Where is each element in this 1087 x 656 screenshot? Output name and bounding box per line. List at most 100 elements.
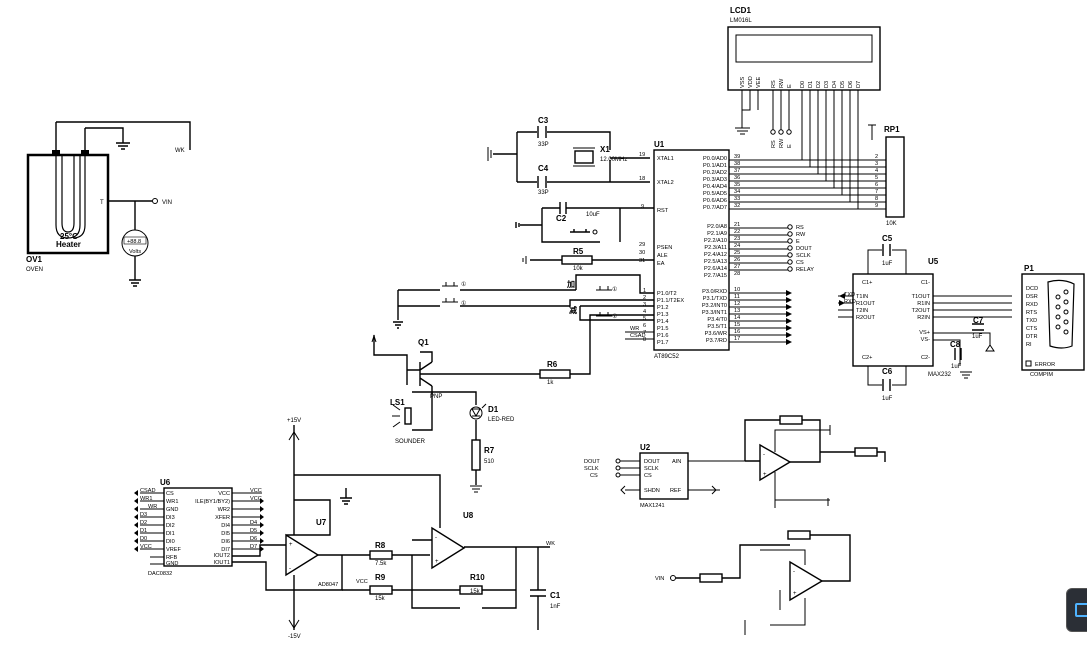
c4-value: 33P [538, 190, 549, 196]
u2-type: MAX1241 [640, 503, 665, 509]
u1-label: U1 [654, 140, 665, 149]
svg-text:R1IN: R1IN [917, 301, 930, 307]
u6-net-d2: D2 [140, 520, 147, 526]
u6-dac[interactable]: U6 DAC0832 CS WR1 GND DI3 DI2 DI1 DI0 VR… [134, 478, 264, 577]
svg-text:+: + [763, 472, 767, 478]
u6-net-wr1: WR1 [140, 496, 152, 502]
svg-text:2: 2 [643, 295, 646, 301]
heater-temp: 25°C [60, 232, 78, 241]
u2-adc[interactable]: U2 MAX1241 DOUT SCLK CS SHDN AIN REF DOU… [584, 443, 745, 509]
u7-label: U7 [316, 518, 327, 527]
svg-text:C2+: C2+ [862, 355, 872, 361]
u1-p3-pins: P3.0/RXD P3.1/TXD P3.2/INT0 P3.3/INT1 P3… [702, 287, 740, 344]
svg-text:D2: D2 [816, 81, 822, 88]
svg-text:RS: RS [796, 225, 804, 231]
ov-wk-label: WK [175, 148, 185, 154]
svg-text:19: 19 [639, 152, 645, 158]
svg-text:9: 9 [875, 203, 878, 209]
u1-microcontroller[interactable]: U1 AT89C52 XTAL1 XTAL2 RST PSEN ALE EA P… [625, 140, 886, 360]
svg-text:T1OUT: T1OUT [912, 294, 931, 300]
svg-text:VS+: VS+ [919, 330, 930, 336]
rp1-value: 10K [886, 221, 897, 227]
opamp-lower-right[interactable]: -+ VIN [655, 530, 851, 635]
u6-net-d0: D0 [140, 536, 147, 542]
svg-text:P2.0/A8: P2.0/A8 [707, 224, 727, 230]
svg-text:3: 3 [643, 302, 646, 308]
svg-text:22: 22 [734, 229, 740, 235]
r9-label: R9 [375, 573, 386, 582]
svg-text:ILE(BY1/BY2): ILE(BY1/BY2) [195, 499, 230, 505]
svg-text:RXD: RXD [1026, 302, 1038, 308]
svg-text:33: 33 [734, 196, 740, 202]
svg-text:P1.5: P1.5 [657, 326, 669, 332]
u6-net-csad: CSAD [140, 488, 156, 494]
r6-value: 1k [547, 380, 554, 386]
svg-text:P0.0/AD0: P0.0/AD0 [703, 156, 727, 162]
svg-text:R1OUT: R1OUT [856, 301, 876, 307]
svg-text:6: 6 [875, 182, 878, 188]
lcd1-module[interactable]: LCD1 LM016L VSS VDD VEE RS RW E D0 D1 D2… [727, 6, 881, 209]
r8-value: 7.5k [375, 561, 387, 567]
svg-text:23: 23 [734, 236, 740, 242]
r8-label: R8 [375, 541, 386, 550]
svg-text:PSEN: PSEN [657, 245, 672, 251]
svg-text:R2OUT: R2OUT [856, 315, 876, 321]
svg-text:P1.0/T2: P1.0/T2 [657, 291, 677, 297]
switch-add-label: 加 [566, 279, 575, 289]
svg-text:2: 2 [875, 154, 878, 160]
rp1-label: RP1 [884, 125, 900, 134]
svg-text:XTAL2: XTAL2 [657, 180, 674, 186]
floating-toolbar-button[interactable] [1066, 588, 1087, 632]
u2-net-dout: DOUT [584, 459, 600, 465]
u6-net-vcc-vref: VCC [140, 544, 152, 550]
svg-text:WR2: WR2 [218, 507, 230, 513]
q1-transistor-stage[interactable]: Q1 PNP R6 1k LS1 SOUNDER D1 LED-RED R7 5… [371, 314, 654, 493]
svg-text:T2IN: T2IN [856, 308, 868, 314]
voltmeter-reading: +88.8 [127, 239, 141, 245]
u1-p2-net-labels: RS RW E DOUT SCLK CS RELAY [787, 224, 814, 273]
svg-text:30: 30 [639, 250, 645, 256]
svg-text:SHDN: SHDN [644, 488, 660, 494]
u6-label: U6 [160, 478, 171, 487]
u5-net-txd: TXD [844, 292, 855, 298]
rp1-resistor-pack[interactable]: RP1 10K 23 45 67 89 [868, 124, 905, 227]
opamp-u7-u8-stage[interactable]: +15V -15V +- U7 AD8047 R8 7.5k R9 15k VC… [232, 418, 561, 640]
reset-circuit[interactable]: C2 10uF R5 10k [515, 202, 654, 272]
svg-text:CTS: CTS [1026, 326, 1037, 332]
svg-text:10: 10 [734, 287, 740, 293]
c6-label: C6 [882, 367, 893, 376]
svg-text:DI0: DI0 [166, 539, 175, 545]
svg-text:5: 5 [643, 316, 646, 322]
svg-text:IOUT2: IOUT2 [214, 553, 230, 559]
svg-text:-: - [793, 569, 795, 575]
svg-text:25: 25 [734, 250, 740, 256]
svg-text:EA: EA [657, 261, 665, 267]
ov1-oven[interactable]: 25°C Heater OV1 OVEN WK T VIN +88.8 Volt… [26, 121, 191, 287]
svg-text:VEE: VEE [756, 77, 762, 88]
svg-text:P3.1/TXD: P3.1/TXD [703, 296, 727, 302]
crystal-oscillator[interactable]: C3 33P C4 33P X1 12.00MHz [487, 116, 650, 196]
svg-text:24: 24 [734, 243, 740, 249]
p1-compim-connector[interactable]: P1 COMPIM DCD DSR RXD RTS TXD CTS DTR RI… [1021, 264, 1085, 378]
c3-label: C3 [538, 116, 549, 125]
r7-label: R7 [484, 446, 495, 455]
u2-net-cs: CS [590, 473, 598, 479]
svg-text:DI6: DI6 [221, 539, 230, 545]
svg-text:12: 12 [734, 301, 740, 307]
svg-text:P1.1/T2EX: P1.1/T2EX [657, 298, 684, 304]
u5-max232[interactable]: U5 MAX232 C1+ T1IN R1OUT T2IN R2OUT C2+ … [838, 234, 1012, 402]
p1-label: P1 [1024, 264, 1034, 273]
svg-text:C2-: C2- [921, 355, 930, 361]
svg-text:-: - [289, 566, 291, 572]
opamp-upper-right[interactable]: -+ [744, 415, 886, 508]
c5-value: 1uF [882, 261, 893, 267]
svg-text:P0.3/AD3: P0.3/AD3 [703, 177, 727, 183]
x1-label: X1 [600, 145, 610, 154]
svg-text:DSR: DSR [1026, 294, 1038, 300]
svg-text:D5: D5 [840, 81, 846, 88]
switch-buttons[interactable]: ①① ①① 加 减 [393, 274, 654, 329]
voltmeter-unit: Volts [129, 249, 141, 255]
svg-text:TXD: TXD [1026, 318, 1037, 324]
svg-text:P1.7: P1.7 [657, 340, 669, 346]
svg-text:17: 17 [734, 336, 740, 342]
